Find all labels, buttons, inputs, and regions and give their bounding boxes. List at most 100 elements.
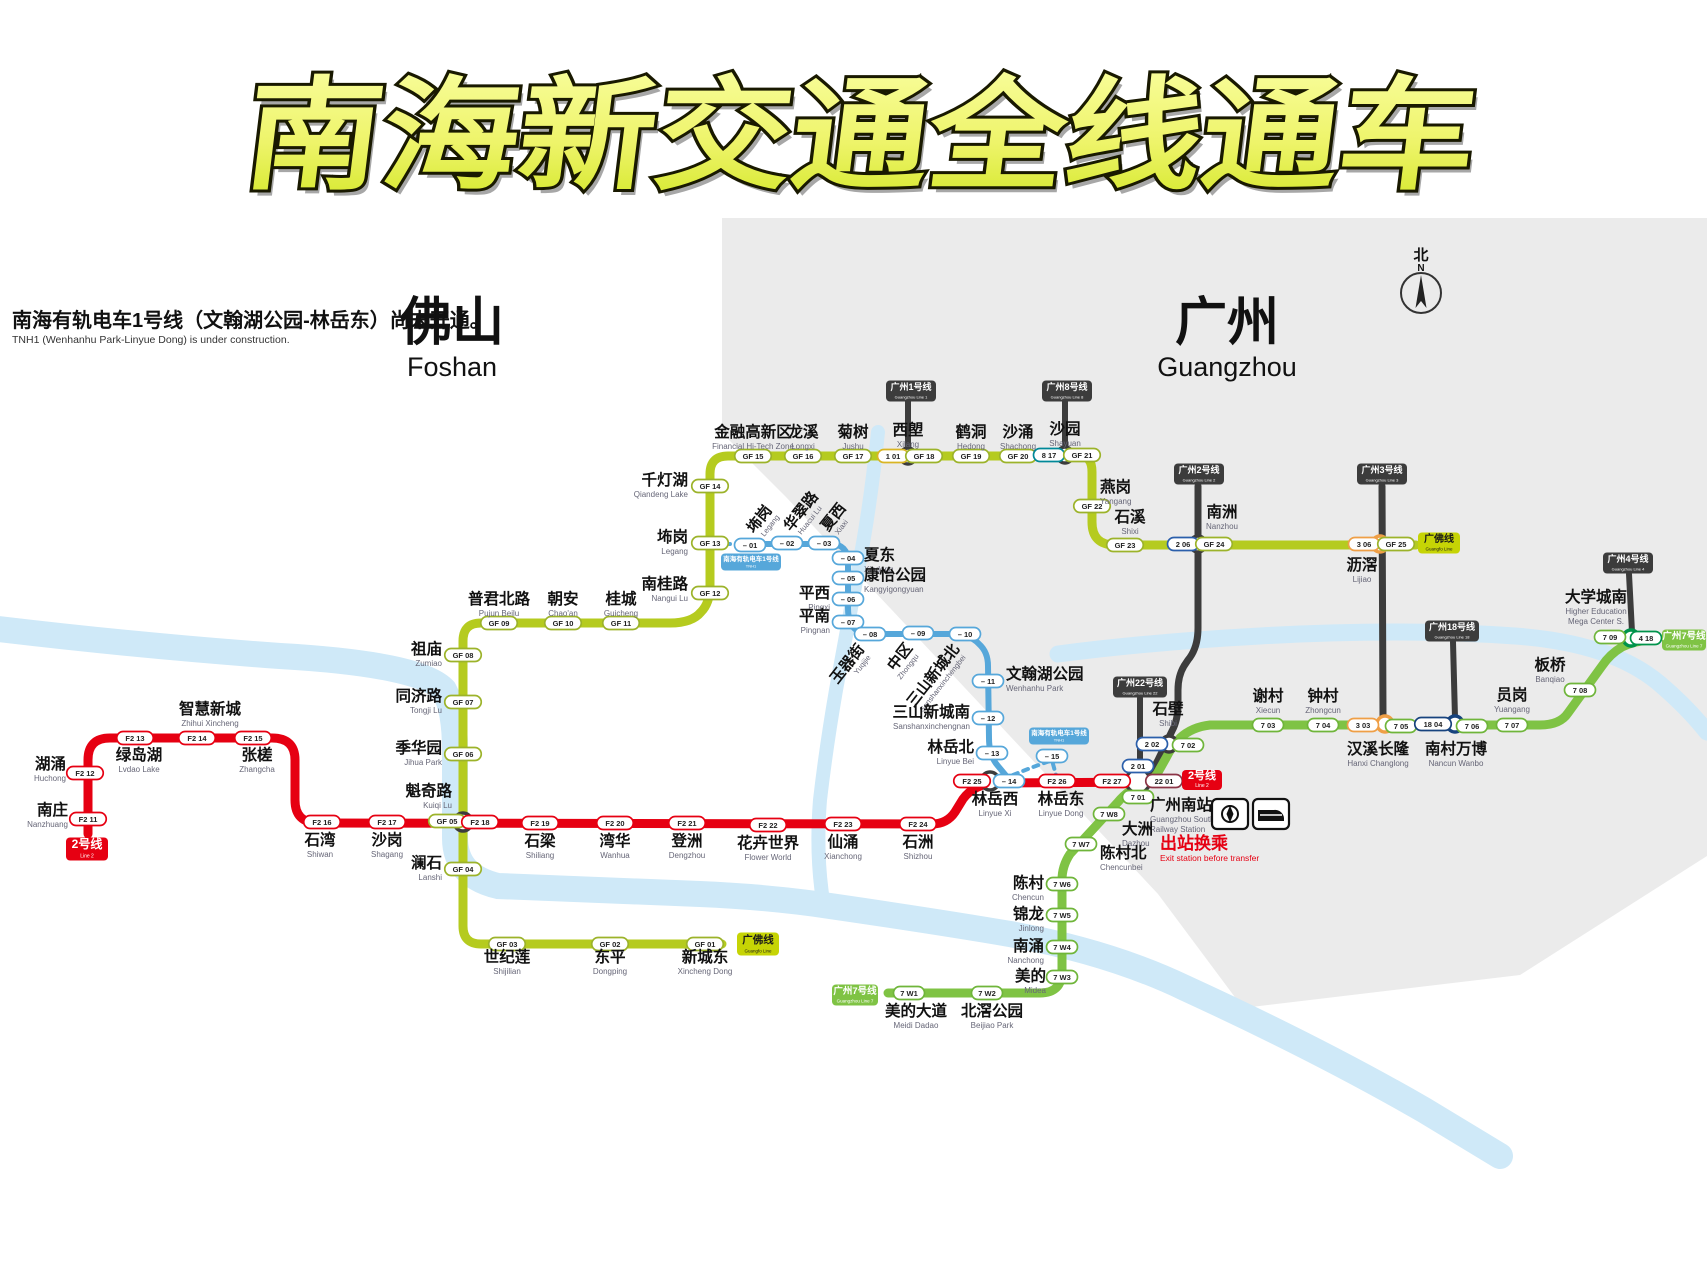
station-code: 7 02	[1181, 741, 1196, 750]
badge-en: Guangzhou Line 3	[1366, 477, 1399, 482]
badge-zh: 广佛线	[742, 933, 774, 946]
station-name: 绿岛湖	[116, 745, 163, 764]
station-name: 智慧新城	[179, 699, 242, 718]
station-code-pill	[1171, 737, 1205, 753]
station-name: 平南	[799, 606, 830, 625]
station-code: 7 05	[1394, 722, 1409, 731]
station-name: 南涌	[1013, 936, 1044, 955]
badge-box	[737, 932, 779, 956]
station-name: 千灯湖	[641, 471, 688, 489]
station-code-pill	[733, 537, 767, 553]
station-name-en: Chencunbei	[1100, 863, 1143, 872]
station-code: – 08	[863, 630, 878, 639]
station-name-en: Hanxi Changlong	[1347, 759, 1408, 768]
station-code-pill	[904, 448, 944, 464]
station-code: F2 24	[908, 820, 928, 829]
station-name: 南村万博	[1425, 739, 1488, 758]
station-code: F2 14	[187, 734, 207, 743]
station-name: 南桂路	[641, 574, 688, 593]
station-name-en: Linyue Dong	[1039, 809, 1084, 818]
station-name-en: Pujun Beilu	[479, 609, 519, 618]
station-code-pill	[770, 535, 804, 551]
station-name-en: Huchong	[34, 774, 66, 783]
station-name-en: Legang	[661, 547, 688, 556]
station-name: 石壁	[1151, 699, 1184, 718]
station-code-pill	[1105, 537, 1145, 553]
station-code-pill	[520, 815, 560, 831]
station-code-pill	[1194, 536, 1234, 552]
station-code: F2 27	[1102, 777, 1121, 786]
station-code-pill	[690, 478, 730, 494]
badge-box	[1662, 629, 1706, 651]
station-code: F2 21	[677, 819, 696, 828]
station-name: 祖庙	[410, 639, 442, 658]
station-name: 张槎	[241, 745, 273, 764]
station-name-en: Xianchong	[824, 852, 862, 861]
station-code-pill	[487, 936, 527, 952]
station-name: 锦龙	[1013, 904, 1045, 923]
station-code: 7 W3	[1053, 973, 1071, 982]
station-code: GF 16	[793, 452, 814, 461]
station-name: 石洲	[901, 833, 933, 851]
map-graphic: 北	[1413, 247, 1428, 264]
station-code: F2 26	[1047, 777, 1066, 786]
station-code: – 10	[958, 630, 973, 639]
line-foshan-line2	[83, 733, 1165, 839]
badge-en: Guangfo Line	[744, 948, 772, 953]
station-code-pill	[1455, 718, 1489, 734]
station-code: GF 25	[1386, 540, 1407, 549]
station-tram-15: – 15	[1035, 748, 1069, 764]
station-code: – 07	[841, 618, 856, 627]
station-code-pill	[1629, 630, 1663, 646]
station-code: GF 10	[553, 619, 574, 628]
station-code-pill	[233, 730, 273, 746]
badge-zh: 广州18号线	[1429, 621, 1475, 632]
badge-en: Guangzhou Line 1	[895, 394, 928, 399]
station-name: 湖涌	[35, 755, 66, 773]
station-code-pill	[1045, 969, 1079, 985]
station-name-en: Wenhanhu Park	[1006, 684, 1064, 693]
station-name: 板桥	[1534, 655, 1566, 674]
map-graphic	[1226, 805, 1234, 823]
station-name: 汉溪长隆	[1347, 739, 1410, 758]
station-code-pill	[948, 626, 982, 642]
station-name: 南洲	[1206, 502, 1237, 521]
station-name: 南庄	[37, 800, 69, 819]
station-name-en: Tongji Lu	[410, 706, 442, 715]
station-name-en: Shachong	[1000, 442, 1036, 451]
badge-box	[1418, 532, 1460, 554]
station-code: F2 23	[833, 820, 852, 829]
station-name: 西塱	[892, 420, 923, 439]
station-name-en: Chao'an	[548, 609, 578, 618]
station-code-pill	[1037, 773, 1077, 789]
badge-guangfo-line: 广佛线 Guangfo Line	[737, 932, 779, 956]
station-name-en: Meidi Dadao	[894, 1021, 939, 1030]
station-code-pill	[367, 814, 407, 830]
station-name: 员岗	[1496, 686, 1527, 704]
station-name: 菊树	[837, 422, 869, 441]
station-code: 7 04	[1316, 721, 1331, 730]
station-name-en: Longxi	[791, 442, 815, 451]
city-label-guangzhou: 广州	[1175, 294, 1279, 352]
badge-zh: 广州7号线	[833, 985, 877, 997]
station-name: 世纪莲	[484, 947, 531, 966]
station-name-en: Nangui Lu	[652, 594, 688, 603]
station-name: 鹤洞	[955, 422, 986, 441]
station-code-pill	[595, 815, 635, 831]
station-name-en: Midea	[1024, 986, 1046, 995]
station-code-pill	[971, 710, 1005, 726]
station-code-pill	[443, 694, 483, 710]
station-code: 4 18	[1639, 634, 1654, 643]
station-code-pill	[1045, 876, 1079, 892]
badge-en: TNH1	[1054, 737, 1065, 742]
station-name-en: Yangang	[1100, 497, 1131, 506]
